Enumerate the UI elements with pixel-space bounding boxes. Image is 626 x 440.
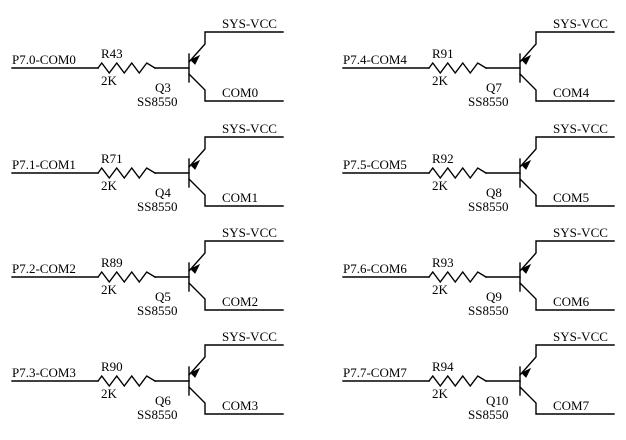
resistor-value: 2K <box>432 178 449 193</box>
resistor-designator: R94 <box>432 359 454 374</box>
emitter-lead <box>188 344 284 376</box>
resistor-symbol <box>97 61 156 75</box>
emitter-arrow-icon <box>190 367 201 378</box>
port-label: P7.7-COM7 <box>343 365 407 380</box>
collector-lead <box>519 282 615 311</box>
resistor-value: 2K <box>432 282 449 297</box>
supply-label: SYS-VCC <box>222 225 277 240</box>
supply-label: SYS-VCC <box>553 121 608 136</box>
resistor-value: 2K <box>432 386 449 401</box>
emitter-arrow-icon <box>521 263 532 274</box>
emitter-lead <box>519 136 615 168</box>
resistor-designator: R93 <box>432 255 454 270</box>
collector-lead <box>188 386 284 415</box>
emitter-arrow-icon <box>521 367 532 378</box>
output-label: COM1 <box>222 190 258 205</box>
transistor-part-number: SS8550 <box>137 94 177 109</box>
transistor-part-number: SS8550 <box>468 199 508 214</box>
resistor-symbol <box>97 270 156 284</box>
resistor-designator: R43 <box>101 46 123 61</box>
transistor-part-number: SS8550 <box>468 94 508 109</box>
port-label: P7.4-COM4 <box>343 52 407 67</box>
resistor-designator: R71 <box>101 151 123 166</box>
transistor-designator: Q4 <box>155 185 171 200</box>
resistor-symbol <box>428 270 487 284</box>
output-label: COM4 <box>553 85 590 100</box>
transistor-designator: Q10 <box>486 393 508 408</box>
emitter-lead <box>188 136 284 168</box>
supply-label: SYS-VCC <box>222 329 277 344</box>
collector-lead <box>188 282 284 311</box>
emitter-lead <box>519 31 615 63</box>
emitter-arrow-icon <box>521 159 532 170</box>
supply-label: SYS-VCC <box>222 16 277 31</box>
output-label: COM0 <box>222 85 258 100</box>
resistor-designator: R92 <box>432 151 454 166</box>
resistor-designator: R91 <box>432 46 454 61</box>
resistor-symbol <box>428 374 487 388</box>
transistor-designator: Q8 <box>486 185 502 200</box>
output-label: COM2 <box>222 294 258 309</box>
supply-label: SYS-VCC <box>553 329 608 344</box>
collector-lead <box>519 386 615 415</box>
collector-lead <box>188 178 284 207</box>
output-label: COM3 <box>222 398 258 413</box>
port-label: P7.3-COM3 <box>12 365 76 380</box>
emitter-arrow-icon <box>521 54 532 65</box>
transistor-designator: Q7 <box>486 80 502 95</box>
transistor-part-number: SS8550 <box>137 407 177 422</box>
resistor-symbol <box>428 166 487 180</box>
emitter-arrow-icon <box>190 263 201 274</box>
transistor-designator: Q3 <box>155 80 171 95</box>
transistor-part-number: SS8550 <box>137 199 177 214</box>
resistor-value: 2K <box>101 282 118 297</box>
emitter-lead <box>519 240 615 272</box>
emitter-lead <box>188 240 284 272</box>
transistor-part-number: SS8550 <box>468 303 508 318</box>
resistor-symbol <box>428 61 487 75</box>
supply-label: SYS-VCC <box>553 225 608 240</box>
port-label: P7.1-COM1 <box>12 157 76 172</box>
resistor-value: 2K <box>432 73 449 88</box>
output-label: COM7 <box>553 398 590 413</box>
collector-lead <box>519 178 615 207</box>
collector-lead <box>519 73 615 102</box>
output-label: COM6 <box>553 294 590 309</box>
resistor-symbol <box>97 374 156 388</box>
supply-label: SYS-VCC <box>222 121 277 136</box>
emitter-arrow-icon <box>190 159 201 170</box>
transistor-designator: Q9 <box>486 289 502 304</box>
port-label: P7.5-COM5 <box>343 157 407 172</box>
resistor-symbol <box>97 166 156 180</box>
transistor-part-number: SS8550 <box>137 303 177 318</box>
resistor-value: 2K <box>101 73 118 88</box>
transistor-designator: Q5 <box>155 289 171 304</box>
resistor-value: 2K <box>101 178 118 193</box>
port-label: P7.0-COM0 <box>12 52 76 67</box>
emitter-lead <box>519 344 615 376</box>
resistor-designator: R90 <box>101 359 123 374</box>
emitter-lead <box>188 31 284 63</box>
resistor-value: 2K <box>101 386 118 401</box>
port-label: P7.6-COM6 <box>343 261 407 276</box>
emitter-arrow-icon <box>190 54 201 65</box>
port-label: P7.2-COM2 <box>12 261 76 276</box>
transistor-part-number: SS8550 <box>468 407 508 422</box>
resistor-designator: R89 <box>101 255 123 270</box>
collector-lead <box>188 73 284 102</box>
output-label: COM5 <box>553 190 589 205</box>
transistor-designator: Q6 <box>155 393 171 408</box>
supply-label: SYS-VCC <box>553 16 608 31</box>
